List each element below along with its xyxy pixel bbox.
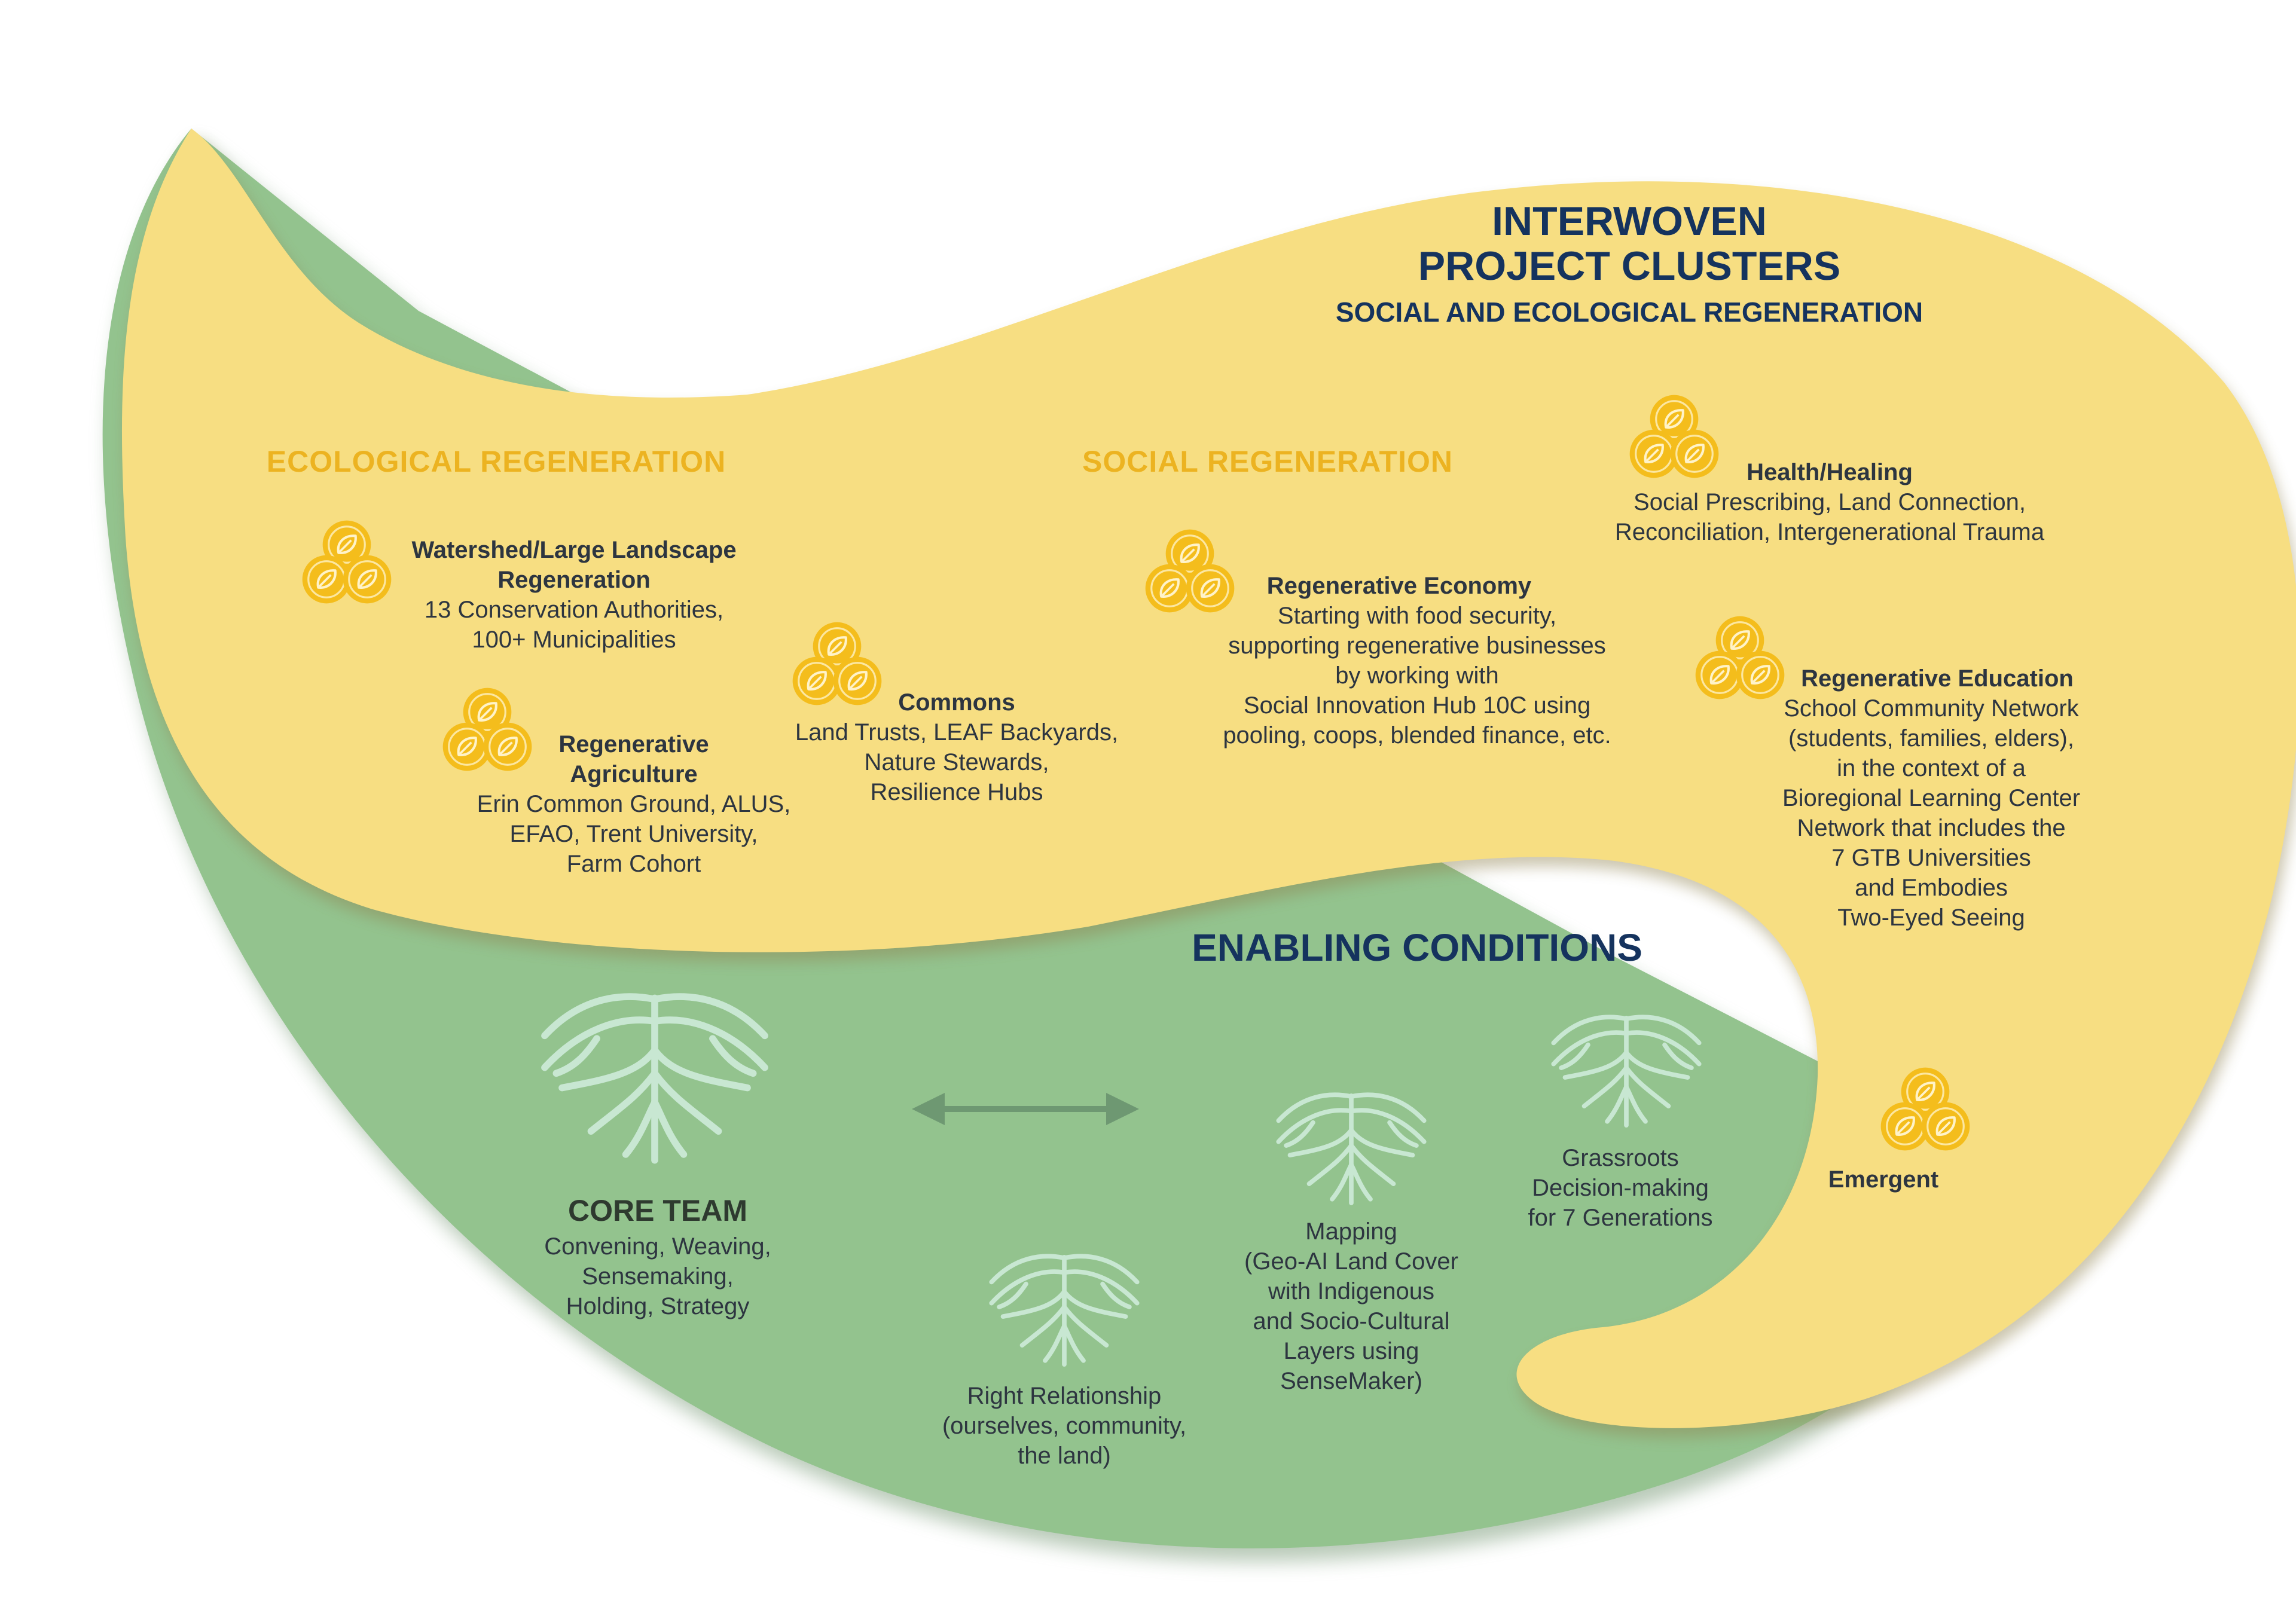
agriculture-title: Regenerative Agriculture: [558, 731, 709, 787]
health-title: Health/Healing: [1747, 459, 1913, 485]
grassroots-body: Grassroots Decision-making for 7 Generat…: [1528, 1145, 1713, 1231]
title-subtitle: SOCIAL AND ECOLOGICAL REGENERATION: [1335, 297, 1923, 328]
emergent-title: Emergent: [1828, 1166, 1939, 1193]
double-arrow-icon: [912, 1093, 1139, 1125]
enabling-conditions-heading: ENABLING CONDITIONS: [1192, 926, 1642, 969]
agriculture-body: Erin Common Ground, ALUS, EFAO, Trent Un…: [477, 791, 791, 877]
right-relationship-body: Right Relationship (ourselves, community…: [942, 1383, 1187, 1469]
mapping-body: Mapping (Geo-AI Land Cover with Indigeno…: [1244, 1218, 1458, 1394]
commons-title: Commons: [898, 689, 1015, 716]
commons-body: Land Trusts, LEAF Backyards, Nature Stew…: [795, 719, 1119, 805]
watershed-title: Watershed/Large Landscape Regeneration: [411, 537, 737, 593]
title-line-2: PROJECT CLUSTERS: [1418, 243, 1841, 289]
economy-body: Starting with food security, supporting …: [1223, 603, 1611, 749]
social-regeneration-heading: SOCIAL REGENERATION: [1082, 445, 1453, 478]
education-body: School Community Network (students, fami…: [1782, 695, 2081, 931]
core-team-body: Convening, Weaving, Sensemaking, Holding…: [544, 1233, 771, 1319]
ecological-regeneration-heading: ECOLOGICAL REGENERATION: [266, 445, 726, 478]
economy-title: Regenerative Economy: [1266, 573, 1532, 599]
core-team-title: CORE TEAM: [568, 1194, 747, 1227]
title-line-1: INTERWOVEN: [1492, 198, 1767, 244]
health-body: Social Prescribing, Land Connection, Rec…: [1614, 489, 2045, 545]
watershed-body: 13 Conservation Authorities, 100+ Munici…: [424, 597, 724, 653]
education-title: Regenerative Education: [1801, 665, 2074, 692]
yellow-leaf-shape: [122, 129, 2296, 1428]
